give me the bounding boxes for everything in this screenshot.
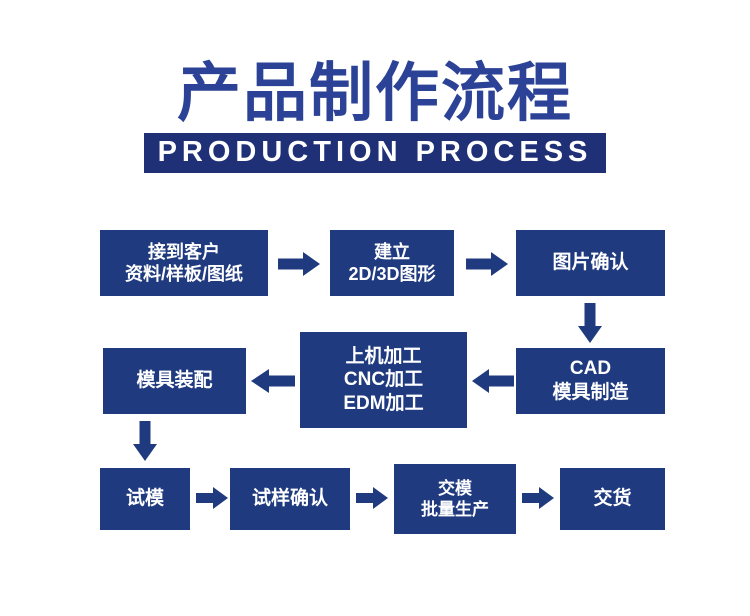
arrow-head (251, 369, 269, 393)
arrow-shaft (278, 258, 304, 270)
arrow-head (578, 326, 602, 343)
flow-node-line: 交货 (593, 488, 632, 510)
subtitle-banner: PRODUCTION PROCESS (143, 133, 607, 174)
arrow-right-icon (522, 487, 554, 509)
flow-node-sample-confirmation[interactable]: 试样确认 (230, 468, 350, 530)
flow-node-line: 建立 (374, 241, 410, 262)
flow-node-receive-customer-data[interactable]: 接到客户 资料/样板/图纸 (100, 230, 268, 296)
flow-node-delivery[interactable]: 交货 (560, 468, 665, 530)
arrow-right-icon (278, 252, 320, 276)
arrow-right-icon (356, 487, 388, 509)
flow-node-line: 试样确认 (251, 488, 328, 510)
flow-node-line: 模具制造 (552, 382, 629, 403)
flow-node-line: 交模 (438, 478, 472, 498)
flow-node-line: 试模 (125, 488, 164, 510)
arrow-down-icon (128, 421, 162, 461)
flow-node-mold-assembly[interactable]: 模具装配 (103, 348, 246, 414)
arrow-shaft (488, 375, 514, 387)
arrow-right-icon (196, 487, 228, 509)
flow-node-line: 2D/3D图形 (348, 264, 436, 284)
flow-node-line: 资料/样板/图纸 (124, 264, 243, 284)
arrow-head (539, 487, 554, 509)
arrow-shaft (139, 421, 151, 445)
arrow-left-icon (472, 369, 514, 393)
flow-node-line: 模具装配 (136, 370, 213, 392)
flow-node-create-2d-3d-drawing[interactable]: 建立 2D/3D图形 (330, 230, 454, 296)
page-subtitle: PRODUCTION PROCESS (157, 136, 593, 169)
flow-node-line: 上机加工 (345, 345, 422, 367)
flow-node-line: 图片确认 (552, 252, 629, 274)
flow-node-line: 接到客户 (148, 241, 220, 262)
arrow-shaft (584, 303, 596, 327)
flow-node-line: 批量生产 (421, 500, 489, 519)
page-header: 产品制作流程 PRODUCTION PROCESS (0, 57, 750, 174)
flow-node-mold-trial[interactable]: 试模 (100, 468, 190, 530)
flow-node-machining[interactable]: 上机加工 CNC加工 EDM加工 (300, 332, 467, 428)
flow-node-mass-production[interactable]: 交模 批量生产 (394, 464, 516, 534)
flow-node-line: CAD (569, 358, 612, 380)
flow-node-cad-mold-manufacturing[interactable]: CAD 模具制造 (516, 348, 665, 414)
arrow-head (472, 369, 489, 393)
arrow-shaft (356, 493, 374, 503)
arrow-head (373, 487, 388, 509)
flow-node-line: EDM加工 (343, 392, 424, 414)
flow-node-image-confirmation[interactable]: 图片确认 (516, 230, 665, 296)
arrow-right-icon (466, 252, 508, 276)
arrow-shaft (466, 258, 492, 270)
arrow-shaft (196, 493, 214, 503)
arrow-head (491, 252, 508, 276)
arrow-shaft (522, 493, 540, 503)
arrow-head (133, 444, 157, 461)
arrow-head (303, 252, 320, 276)
arrow-down-icon (573, 303, 607, 343)
flow-node-line: CNC加工 (343, 369, 424, 391)
arrow-shaft (268, 375, 295, 387)
arrow-head (213, 487, 228, 509)
page-title: 产品制作流程 (177, 57, 573, 129)
arrow-left-icon (251, 369, 295, 393)
